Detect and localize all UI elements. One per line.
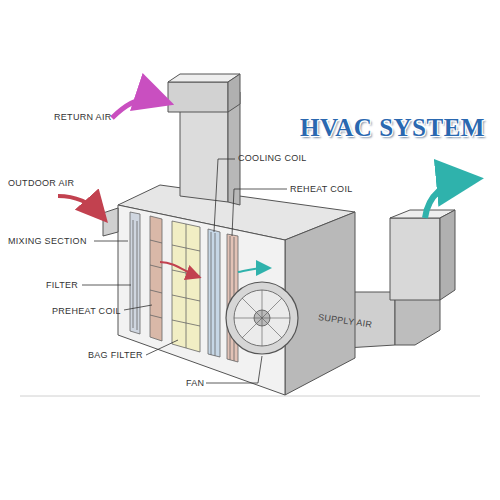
leader-lines — [82, 159, 287, 383]
part-label: FAN — [186, 378, 204, 389]
return-air-arrow — [112, 98, 160, 118]
part-label: COOLING COIL — [238, 153, 307, 164]
part-label: RETURN AIR — [54, 112, 112, 123]
supply-air-arrow — [425, 180, 466, 218]
ground-line — [20, 396, 480, 397]
part-label: MIXING SECTION — [8, 236, 87, 247]
part-label: REHEAT COIL — [290, 184, 352, 195]
part-label: FILTER — [46, 280, 78, 291]
diagram-title: HVAC SYSTEM — [300, 114, 485, 142]
part-label: OUTDOOR AIR — [8, 178, 74, 189]
fan — [226, 282, 298, 354]
part-label: BAG FILTER — [88, 350, 143, 361]
outdoor-air-arrow — [58, 196, 100, 214]
part-label: PREHEAT COIL — [52, 306, 121, 317]
air-handling-unit — [103, 185, 355, 395]
return-duct — [168, 74, 240, 205]
